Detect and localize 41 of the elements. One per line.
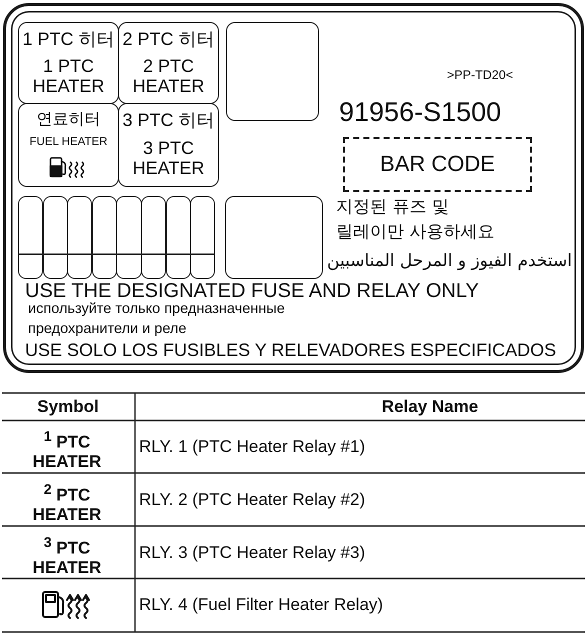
notice-text: USE THE DESIGNATED FUSE AND RELAY ONLY <box>25 280 479 302</box>
relay-symbol-label: $^{1}$ PTC HEATER <box>32 428 102 471</box>
relay-slot <box>118 103 219 187</box>
material-code: >PP-TD20< <box>447 68 514 82</box>
relay-name: RLY. 3 (PTC Heater Relay #3) <box>139 543 366 563</box>
fuse-box-label <box>3 3 584 373</box>
relay-label: 3 PTC HEATER <box>132 139 206 179</box>
barcode-label: BAR CODE <box>380 152 495 177</box>
relay-name: RLY. 4 (Fuel Filter Heater Relay) <box>139 595 384 615</box>
fuse-slot <box>18 196 44 279</box>
notice-text: используйте только предназначенные предохранители и реле <box>28 300 286 339</box>
relay-label: 연료히터 <box>36 110 100 128</box>
fuse-slot <box>141 196 166 279</box>
relay-label: 1 PTC 히터 <box>22 30 114 50</box>
relay-label: 2 PTC HEATER <box>132 56 206 96</box>
barcode-area <box>343 137 532 192</box>
relay-name: RLY. 1 (PTC Heater Relay #1) <box>139 437 366 457</box>
relay-slot <box>118 22 219 104</box>
relay-label: 2 PTC 히터 <box>122 30 214 50</box>
fuse-slot <box>190 196 216 279</box>
relay-name: RLY. 2 (PTC Heater Relay #2) <box>139 490 366 510</box>
fuse-slot <box>92 196 117 279</box>
relay-symbol-label: $^{2}$ PTC HEATER <box>32 481 102 524</box>
fuse-slot <box>116 196 142 279</box>
column-header: Symbol <box>37 397 99 417</box>
relay-symbol-label: $^{3}$ PTC HEATER <box>32 534 102 577</box>
fuse-slot <box>67 196 92 279</box>
notice-text: استخدم الفيوز و المرحل المناسبين <box>327 252 572 272</box>
relay-slot <box>226 22 319 121</box>
relay-slot <box>18 103 119 187</box>
fuse-slot <box>166 196 191 279</box>
relay-slot <box>225 196 323 279</box>
part-number: 91956-S1500 <box>339 97 502 128</box>
relay-label: 1 PTC HEATER <box>32 56 106 96</box>
column-header: Relay Name <box>382 397 478 417</box>
fuse-slot <box>42 196 68 279</box>
notice-text: 지정된 퓨즈 및 릴레이만 사용하세요 <box>336 196 496 244</box>
relay-slot <box>18 22 119 104</box>
relay-label: FUEL HEATER <box>30 136 108 149</box>
notice-text: USE SOLO LOS FUSIBLES Y RELEVADORES ESPECIFICADOS <box>25 340 556 361</box>
relay-label: 3 PTC 히터 <box>122 111 214 131</box>
